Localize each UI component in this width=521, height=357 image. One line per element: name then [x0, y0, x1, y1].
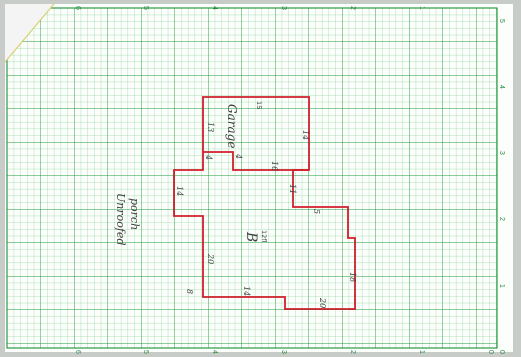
dimension-label: 20	[318, 297, 327, 308]
axis-tick-label: 5	[142, 350, 149, 354]
axis-tick-label: 1	[418, 6, 425, 10]
axis-tick-label: 2	[349, 6, 356, 10]
dimension-label: 5	[312, 209, 321, 214]
axis-tick-label: 2	[349, 350, 356, 354]
dimension-label: 18	[348, 272, 357, 282]
dimension-label: 20	[206, 253, 215, 264]
dimension-label: 13	[206, 122, 215, 132]
axis-tick-label: 5	[142, 6, 149, 10]
garage-number: 15	[255, 101, 263, 109]
axis-tick-label: 0	[487, 350, 494, 354]
axis-tick-label: 4	[498, 85, 505, 89]
porch-label: Unroofed	[114, 193, 127, 245]
dimension-label: 14	[301, 130, 310, 140]
bottom-axis-ticks: 6 5 4 3 2 1 0	[74, 350, 494, 354]
building-label: B	[243, 231, 259, 242]
dimension-label: 8	[185, 289, 194, 294]
axis-tick-label: 4	[211, 350, 218, 354]
dimension-label: 16	[270, 161, 279, 171]
garage-label: Garage	[225, 104, 239, 148]
garage-divider	[203, 151, 309, 171]
axis-tick-label: 1	[498, 284, 505, 288]
axis-tick-label: 3	[280, 6, 287, 10]
dimension-label: 14	[242, 286, 251, 296]
axis-tick-label: 2	[498, 217, 505, 221]
axis-tick-label: 6	[74, 350, 81, 354]
major-grid	[7, 8, 497, 348]
right-axis-ticks: 5 4 3 2 1 0	[498, 19, 505, 354]
axis-tick-label: 3	[498, 151, 505, 155]
axis-tick-label: 4	[211, 6, 218, 10]
dimension-label: 4	[234, 153, 243, 159]
folded-corner-edge	[4, 3, 55, 63]
dimension-label: 14	[175, 186, 184, 196]
axis-tick-label: 0	[498, 350, 505, 354]
dimension-label: 4	[204, 154, 213, 160]
grid-border	[6, 7, 498, 349]
axis-tick-label: 5	[498, 19, 505, 23]
axis-tick-label: 3	[280, 350, 287, 354]
top-axis-ticks: 6 5 4 3 2 1	[74, 6, 425, 10]
dimension-label: 11	[288, 184, 297, 194]
building-sub-label: 12fl	[260, 230, 268, 242]
porch-label-line2: porch	[128, 198, 141, 230]
axis-tick-label: 6	[74, 6, 81, 10]
axis-tick-label: 1	[418, 350, 425, 354]
